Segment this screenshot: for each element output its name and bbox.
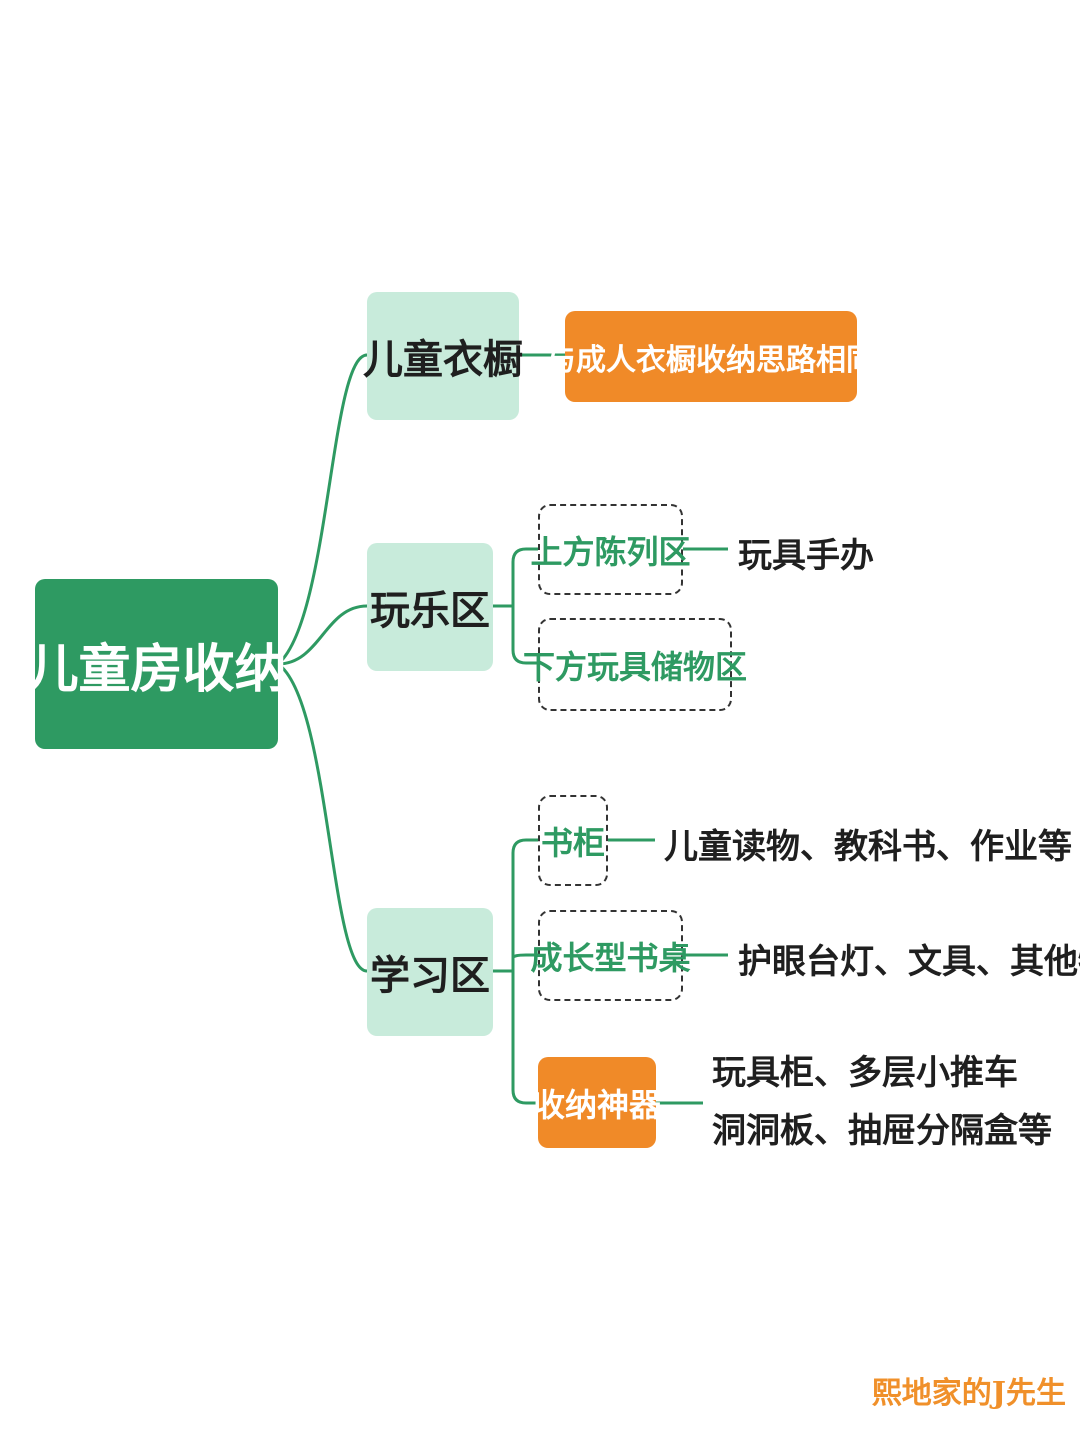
study-bookcase: 书柜	[538, 795, 608, 886]
play-display-detail: 玩具手办	[738, 536, 874, 576]
study-gadgets-detail-line2: 洞洞板、抽屉分隔盒等	[712, 1111, 1052, 1151]
connector-root-play	[277, 604, 368, 666]
study-bookcase-detail: 儿童读物、教科书、作业等	[664, 827, 1072, 867]
branch-wardrobe: 儿童衣橱	[363, 292, 523, 420]
study-gadgets: 收纳神器	[533, 1057, 661, 1148]
connector-study-gadgets	[511, 971, 538, 1105]
study-gadgets-detail-line1: 玩具柜、多层小推车	[712, 1053, 1018, 1093]
connector-study-desk	[511, 953, 538, 971]
author-watermark: 熙地家的J先生	[871, 1376, 1066, 1411]
branch-study-area: 学习区	[367, 908, 493, 1036]
study-gadgets-detail: 玩具柜、多层小推车 洞洞板、抽屉分隔盒等	[712, 1044, 1052, 1160]
play-storage-zone: 下方玩具储物区	[523, 618, 747, 711]
play-display-zone: 上方陈列区	[531, 504, 691, 595]
wardrobe-note: 与成人衣橱收纳思路相同	[546, 311, 876, 402]
branch-play-area: 玩乐区	[367, 543, 493, 671]
study-desk: 成长型书桌	[531, 910, 691, 1001]
connector-play-display	[511, 547, 538, 606]
connector-root-study	[277, 662, 368, 973]
connector-play-storage	[511, 606, 538, 665]
connector-study-bookcase	[511, 838, 538, 971]
connector-root-wardrobe	[277, 353, 368, 666]
study-desk-detail: 护眼台灯、文具、其他物品	[738, 942, 1080, 982]
root-node: 儿童房收纳	[27, 579, 287, 749]
